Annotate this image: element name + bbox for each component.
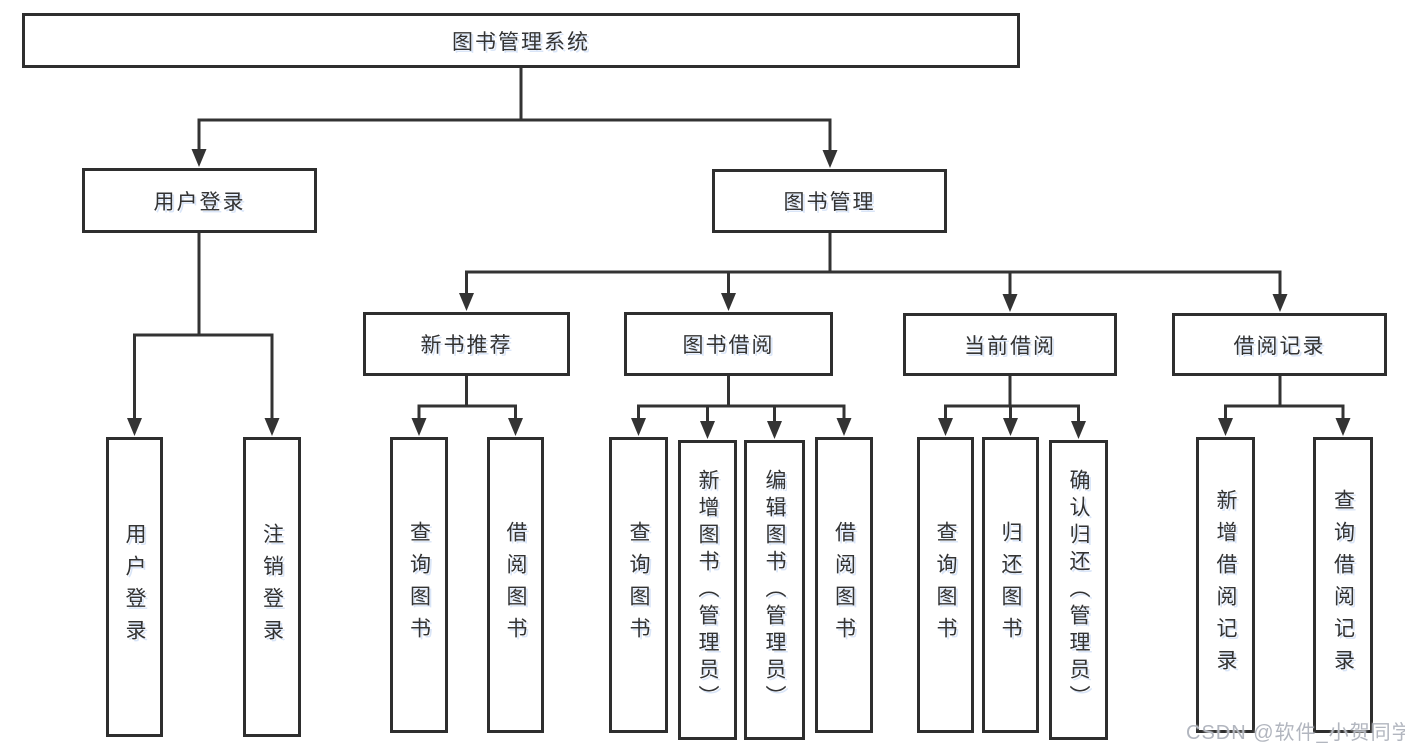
csdn-watermark: CSDN @软件_小贺同学 <box>1186 722 1405 744</box>
node-leaf-borrow-book-1: 借阅图书 <box>487 437 544 733</box>
node-leaf-borrow-book-2: 借阅图书 <box>815 437 873 733</box>
node-label: 新书推荐 <box>420 334 513 357</box>
node-borrow-records: 借阅记录 <box>1172 313 1387 376</box>
node-label: 新增图书（管理员） <box>696 468 719 712</box>
node-leaf-confirm-return-admin: 确认归还（管理员） <box>1049 440 1108 740</box>
node-label: 查询图书 <box>934 521 957 649</box>
node-leaf-user-login: 用户登录 <box>106 437 163 737</box>
node-leaf-query-book-2: 查询图书 <box>609 437 668 733</box>
node-root-system: 图书管理系统 <box>22 13 1020 68</box>
node-leaf-return-book: 归还图书 <box>982 437 1039 733</box>
node-label: 用户登录 <box>153 190 246 214</box>
node-label: 查询图书 <box>627 521 650 649</box>
node-label: 查询借阅记录 <box>1331 489 1355 681</box>
node-book-management: 图书管理 <box>712 169 947 233</box>
node-user-login: 用户登录 <box>82 168 317 233</box>
node-label: 用户登录 <box>123 523 146 651</box>
node-label: 图书管理 <box>783 191 876 214</box>
node-book-borrow: 图书借阅 <box>624 312 833 376</box>
node-label: 新增借阅记录 <box>1214 489 1237 681</box>
node-label: 编辑图书（管理员） <box>763 468 786 712</box>
node-leaf-add-borrow-record: 新增借阅记录 <box>1196 437 1255 733</box>
node-label: 图书管理系统 <box>452 30 590 54</box>
node-leaf-logout: 注销登录 <box>243 437 301 737</box>
node-leaf-query-book-1: 查询图书 <box>390 437 448 733</box>
node-label: 借阅图书 <box>832 521 856 649</box>
node-leaf-edit-book-admin: 编辑图书（管理员） <box>744 440 805 740</box>
node-label: 借阅记录 <box>1233 334 1326 358</box>
node-label: 注销登录 <box>260 523 284 651</box>
node-label: 查询图书 <box>407 521 431 649</box>
node-label: 借阅图书 <box>504 521 527 649</box>
node-current-borrow: 当前借阅 <box>903 313 1117 376</box>
node-label: 当前借阅 <box>964 334 1056 358</box>
node-label: 图书借阅 <box>682 334 775 357</box>
node-label: 归还图书 <box>999 521 1022 649</box>
node-leaf-query-borrow-record: 查询借阅记录 <box>1313 437 1373 733</box>
node-leaf-add-book-admin: 新增图书（管理员） <box>678 440 737 740</box>
node-new-book-recommend: 新书推荐 <box>363 312 570 376</box>
node-label: 确认归还（管理员） <box>1067 468 1090 712</box>
node-leaf-query-book-3: 查询图书 <box>917 437 974 733</box>
